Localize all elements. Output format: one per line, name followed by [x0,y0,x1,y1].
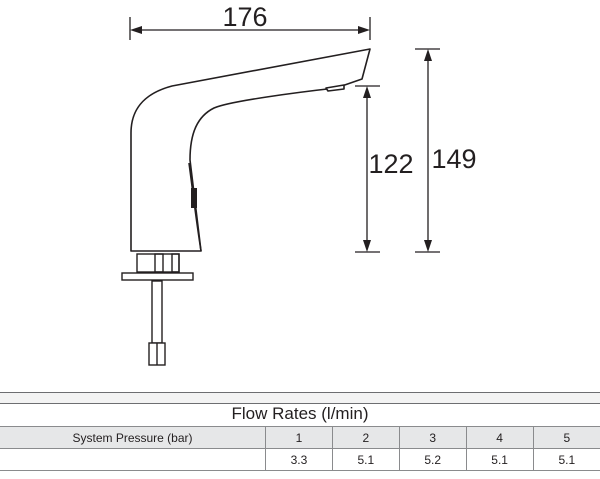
pressure-row: System Pressure (bar) 1 2 3 4 5 [0,426,600,449]
pressure-cell: 2 [331,426,400,449]
flow-rate-cell: 5.1 [331,448,400,471]
pressure-cell: 3 [398,426,467,449]
overall-height-dimension [415,48,440,253]
flow-grid: System Pressure (bar) 1 2 3 4 5 3.3 5.1 … [0,426,600,471]
tap-body [130,48,371,252]
pressure-row-label: System Pressure (bar) [0,426,266,449]
width-dimension [129,17,371,40]
flow-rate-row: 3.3 5.1 5.2 5.1 5.1 [0,448,600,471]
table-top-band [0,392,600,404]
flow-rate-cell: 5.1 [465,448,534,471]
pressure-cell: 5 [532,426,600,449]
pressure-cell: 4 [465,426,534,449]
flow-rate-cell: 5.2 [398,448,467,471]
flow-rates-table: Flow Rates (l/min) System Pressure (bar)… [0,392,600,479]
table-title: Flow Rates (l/min) [231,404,369,423]
spout-height-label: 122 [368,149,413,179]
flow-rate-cell: 5.1 [532,448,600,471]
spout-height-dimension [355,85,380,253]
flow-rate-cell: 3.3 [265,448,333,471]
overall-height-label: 149 [431,144,476,174]
tap-fixing [121,253,194,366]
tap-technical-drawing: 176 122 149 [121,2,477,366]
flow-rate-row-label [0,448,266,471]
width-label: 176 [222,2,267,32]
pressure-cell: 1 [265,426,333,449]
